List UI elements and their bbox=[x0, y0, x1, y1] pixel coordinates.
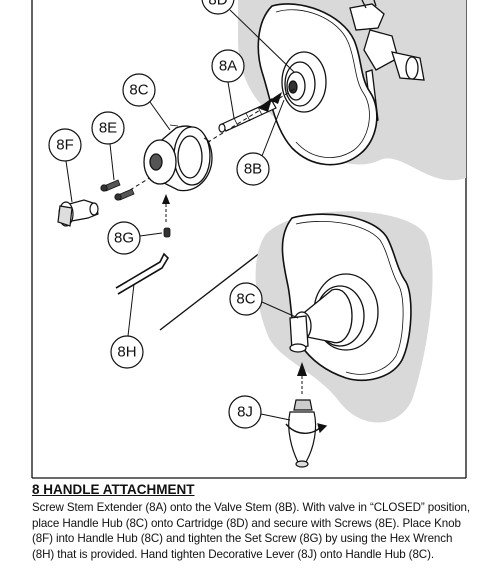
callout-8D: 8D bbox=[201, 0, 295, 73]
callout-label-8E: 8E bbox=[99, 120, 117, 137]
callout-8C-bottom: 8C bbox=[229, 282, 299, 319]
instruction-caption: 8 HANDLE ATTACHMENT Screw Stem Extender … bbox=[32, 482, 472, 562]
callout-8C-top: 8C bbox=[122, 73, 171, 131]
arrow-set-screw bbox=[162, 194, 170, 222]
callout-label-8H: 8H bbox=[117, 344, 136, 361]
step-instructions: Screw Stem Extender (8A) onto the Valve … bbox=[32, 501, 471, 561]
handle-hub-8C-bottom bbox=[289, 273, 379, 353]
callout-8E: 8E bbox=[91, 111, 125, 181]
cartridge-8D bbox=[281, 51, 327, 113]
callout-label-8B: 8B bbox=[244, 161, 262, 178]
callout-8H: 8H bbox=[110, 283, 144, 369]
callout-8A: 8A bbox=[211, 49, 245, 119]
set-screw-8G bbox=[163, 227, 171, 238]
knob-8F bbox=[57, 199, 99, 227]
callout-8J: 8J bbox=[228, 395, 291, 429]
exploded-diagram: 8D 8A 8C 8E 8F 8B 8G bbox=[31, 0, 467, 479]
callout-label-8D: 8D bbox=[208, 0, 227, 9]
callout-label-8J: 8J bbox=[237, 404, 253, 421]
hex-wrench-8H bbox=[115, 252, 170, 295]
callout-label-8G: 8G bbox=[114, 230, 134, 247]
callout-8F: 8F bbox=[48, 128, 82, 203]
callout-8B: 8B bbox=[236, 99, 285, 186]
callout-label-8C-bottom: 8C bbox=[236, 291, 255, 308]
callout-label-8A: 8A bbox=[219, 58, 237, 75]
assembly-arrow-top bbox=[258, 92, 282, 112]
callout-label-8F: 8F bbox=[56, 137, 74, 154]
callout-8G: 8G bbox=[107, 221, 163, 255]
handle-hub-8C-top bbox=[143, 124, 213, 192]
callout-label-8C-top: 8C bbox=[129, 82, 148, 99]
decorative-lever-8J bbox=[285, 399, 328, 468]
arrow-lever bbox=[297, 362, 307, 394]
screws-8E bbox=[100, 179, 135, 201]
step-title: 8 HANDLE ATTACHMENT bbox=[32, 482, 195, 497]
